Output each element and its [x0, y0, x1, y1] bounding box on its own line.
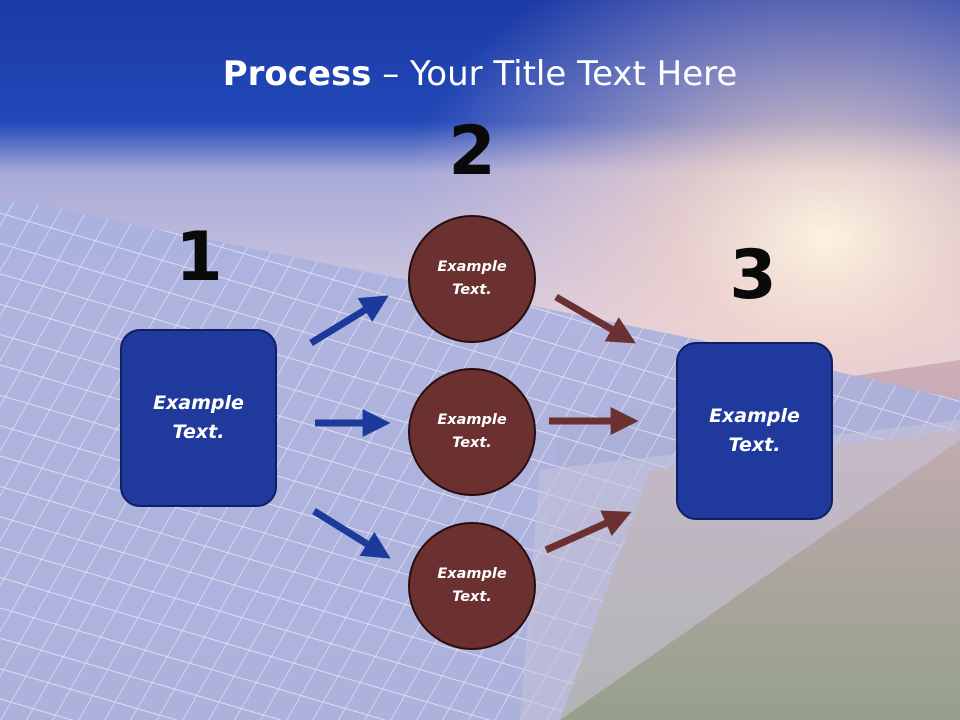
step-number-2: 2 [448, 112, 496, 191]
step-2-circle-top-label: Example Text. [437, 259, 507, 298]
step-3-label: Example Text. [709, 405, 800, 456]
title-rest-part: – Your Title Text Here [371, 54, 738, 94]
arrow-top-to-step3 [554, 293, 636, 344]
arrow-bottom-to-step3 [544, 510, 632, 554]
step-2-circle-middle: Example Text. [408, 368, 536, 496]
step-1-label: Example Text. [153, 392, 244, 443]
step-2-circle-top: Example Text. [408, 215, 536, 343]
title-bold-part: Process [222, 54, 372, 94]
arrow-step1-to-bottom [312, 508, 391, 559]
step-2-circle-middle-label: Example Text. [437, 412, 507, 451]
step-2-circle-bottom-label: Example Text. [437, 566, 507, 605]
step-2-circle-bottom: Example Text. [408, 522, 536, 650]
step-3-box: Example Text. [676, 342, 833, 520]
step-1-box: Example Text. [120, 329, 277, 507]
step-number-1: 1 [175, 218, 223, 297]
slide-title: Process – Your Title Text Here [0, 52, 960, 96]
step-number-3: 3 [729, 236, 777, 315]
arrow-step1-to-top [309, 295, 389, 346]
